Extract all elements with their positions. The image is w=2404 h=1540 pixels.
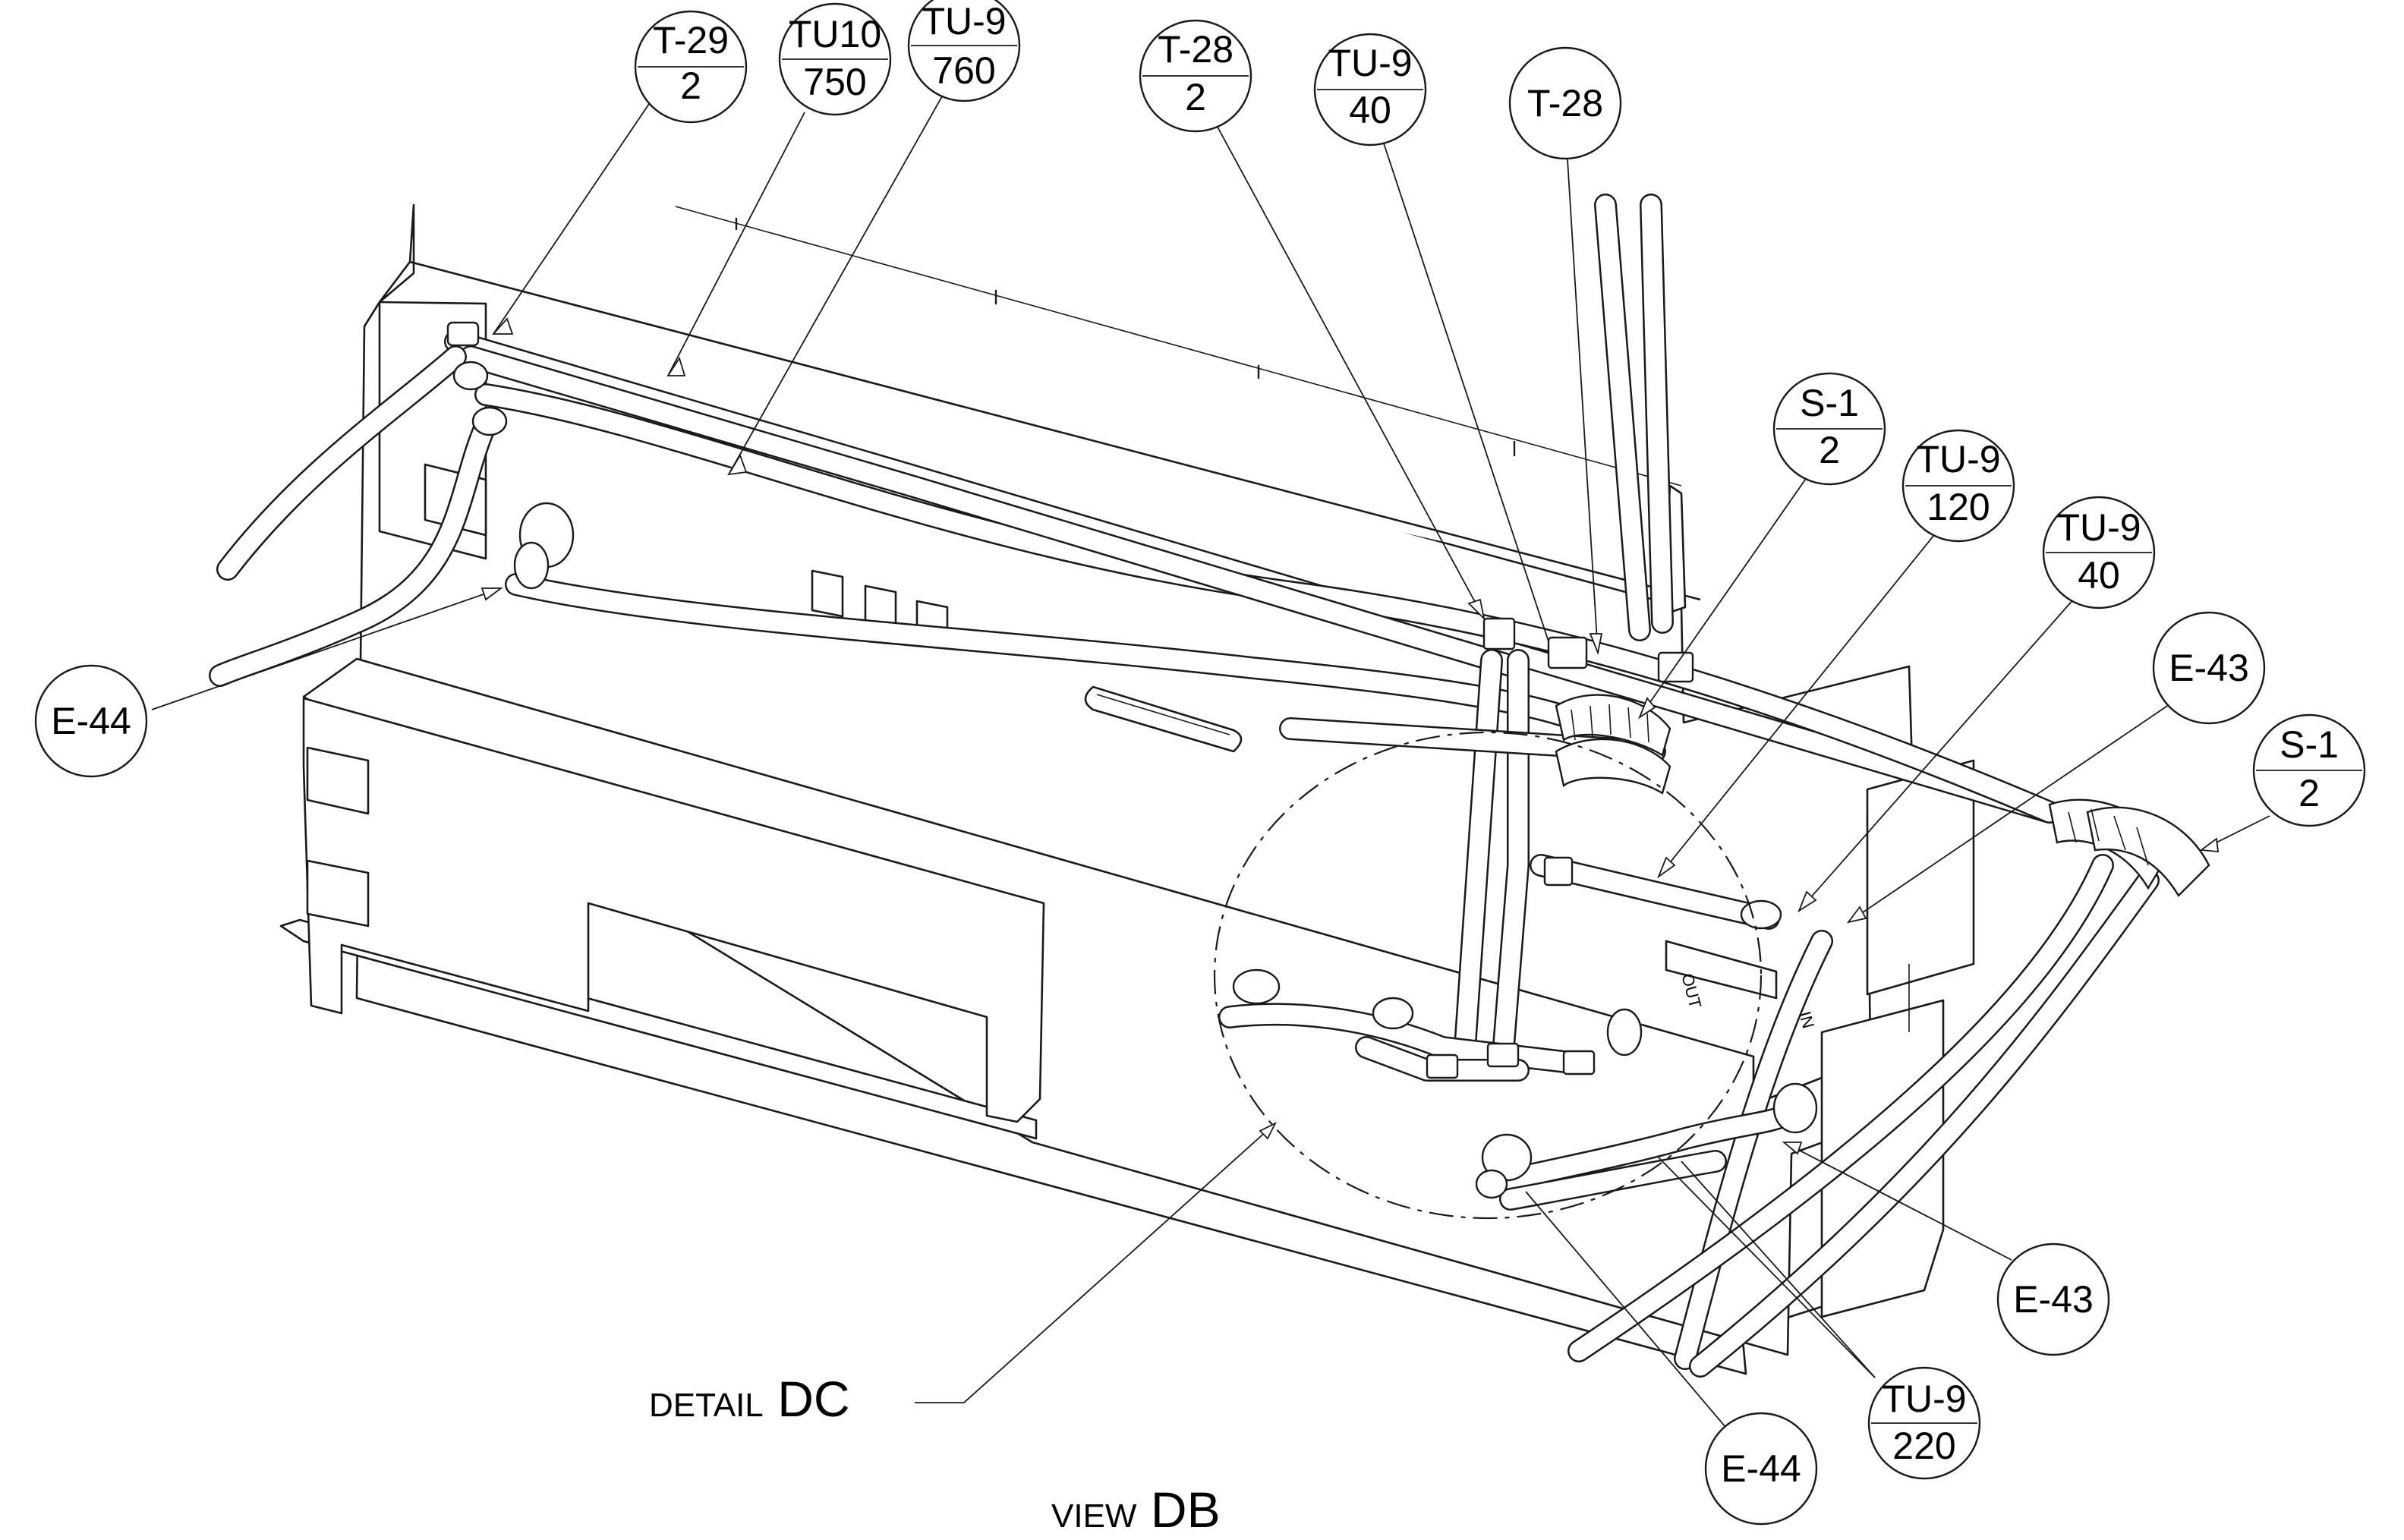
svg-text:2: 2 — [680, 65, 701, 107]
callout-e44-left: E-44 — [34, 664, 148, 778]
left-side-panel — [379, 203, 1701, 601]
svg-text:T-28: T-28 — [1527, 82, 1603, 124]
callout-tu9-220: TU-9 220 — [1867, 1366, 1981, 1480]
svg-text:S-1: S-1 — [2280, 723, 2339, 766]
callout-e44-bottom: E-44 — [1704, 1412, 1818, 1526]
svg-text:TU10: TU10 — [789, 13, 881, 55]
callout-t28: T-28 — [1508, 46, 1622, 160]
detail-dc-circle — [1213, 731, 1763, 1220]
svg-text:E-44: E-44 — [1721, 1447, 1801, 1490]
svg-text:750: 750 — [803, 61, 866, 103]
callout-tu9-40-right: TU-9 40 — [2042, 496, 2156, 609]
leaders — [151, 75, 2270, 1443]
t28-fitting-1 — [1482, 617, 1516, 650]
fittings — [446, 321, 2210, 1199]
callout-tu9-120: TU-9 120 — [1901, 429, 2015, 543]
lower-plate — [302, 697, 1045, 1123]
view-title: VIEW DB — [1051, 1482, 1221, 1538]
callout-s1-2-right: S-1 2 — [2252, 713, 2366, 827]
svg-text:E-44: E-44 — [51, 700, 131, 742]
svg-text:40: 40 — [2078, 554, 2120, 597]
tab-upper — [306, 746, 370, 815]
callout-s1-2-mid: S-1 2 — [1772, 372, 1886, 486]
callout-t28-2: T-28 2 — [1139, 19, 1252, 133]
t28-fitting-2 — [1547, 636, 1588, 669]
svg-text:TU-9: TU-9 — [1882, 1378, 1966, 1420]
svg-text:T-28: T-28 — [1158, 28, 1234, 71]
svg-text:760: 760 — [932, 49, 995, 92]
svg-text:2: 2 — [1185, 76, 1206, 118]
s1-elbow-mid — [1555, 694, 1671, 757]
callout-e43-top: E-43 — [2152, 611, 2266, 725]
svg-text:2: 2 — [1819, 429, 1840, 471]
svg-text:TU-9: TU-9 — [922, 0, 1006, 43]
svg-text:TU-9: TU-9 — [1328, 42, 1412, 84]
svg-text:E-43: E-43 — [2013, 1278, 2094, 1321]
t29-fitting — [446, 321, 480, 347]
callout-e43-bottom: E-43 — [1996, 1242, 2110, 1356]
svg-text:S-1: S-1 — [1800, 382, 1859, 424]
out-plate — [1665, 940, 1778, 1000]
e43-connector-low — [1772, 1082, 1818, 1134]
svg-text:TU-9: TU-9 — [2056, 506, 2141, 549]
detail-dc-label: DETAIL DC — [649, 1371, 850, 1427]
callout-t29-2: T-29 2 — [634, 10, 748, 124]
svg-text:120: 120 — [1927, 486, 1990, 528]
svg-text:2: 2 — [2298, 772, 2320, 814]
tubing — [209, 194, 2160, 1378]
svg-text:T-29: T-29 — [653, 19, 729, 61]
svg-text:E-43: E-43 — [2169, 647, 2249, 689]
svg-text:TU-9: TU-9 — [1916, 438, 2000, 480]
svg-text:40: 40 — [1349, 89, 1391, 131]
callout-tu9-760: TU-9 760 — [907, 0, 1021, 102]
e43-connector-mid — [1740, 899, 1782, 930]
callout-tu10-750: TU10 750 — [778, 2, 892, 116]
callout-tu9-40-top: TU-9 40 — [1313, 33, 1427, 146]
tab-lower — [306, 859, 370, 927]
frame-structure — [279, 203, 1975, 1375]
svg-text:220: 220 — [1892, 1425, 1955, 1467]
